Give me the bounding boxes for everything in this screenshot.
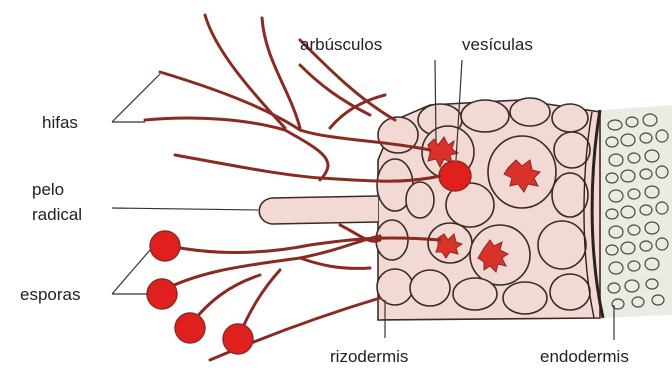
- label-hifas: hifas: [42, 113, 78, 132]
- label-vesiculas: vesículas: [462, 35, 533, 54]
- label-endodermis: endodermis: [540, 347, 629, 366]
- label-radical: radical: [32, 205, 82, 224]
- cortex: [376, 98, 600, 320]
- label-esporas: esporas: [20, 285, 80, 304]
- label-rizodermis: rizodermis: [330, 347, 408, 366]
- spore: [175, 313, 205, 343]
- label-arbusculos: arbúsculos: [300, 35, 382, 54]
- spore: [147, 279, 177, 309]
- root-hair: [259, 196, 378, 224]
- stele: [600, 105, 672, 318]
- label-pelo: pelo: [32, 180, 64, 199]
- spore: [150, 231, 180, 261]
- vesicle: [439, 161, 471, 191]
- spore: [223, 324, 253, 354]
